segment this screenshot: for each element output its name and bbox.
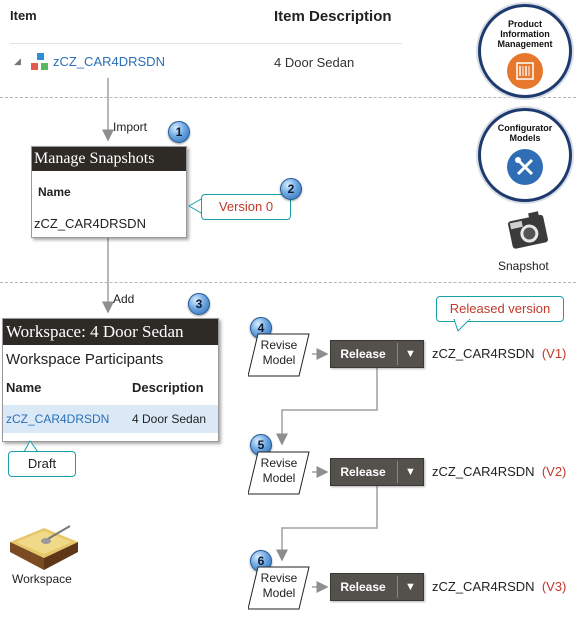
release-button-3[interactable]: Release ▼ bbox=[330, 573, 424, 601]
manage-snapshots-name-header: Name bbox=[38, 185, 71, 199]
step-2-marker: 2 bbox=[280, 178, 302, 200]
revise-model-step-3[interactable]: Revise Model bbox=[248, 566, 310, 610]
snapshot-name-value: zCZ_CAR4DRSDN bbox=[34, 216, 146, 231]
revise-model-step-1[interactable]: Revise Model bbox=[248, 333, 310, 377]
version-2-label: zCZ_CAR4RSDN (V2) bbox=[432, 464, 566, 479]
workspace-name-header: Name bbox=[6, 380, 42, 395]
version-name: zCZ_CAR4RSDN bbox=[432, 579, 535, 594]
version-name: zCZ_CAR4RSDN bbox=[432, 346, 535, 361]
revise-model-label: Revise Model bbox=[260, 338, 298, 367]
item-description-column-header: Item Description bbox=[274, 8, 392, 25]
participant-name-link[interactable]: zCZ_CAR4DRSDN bbox=[6, 412, 110, 426]
released-version-callout-pointer bbox=[453, 319, 471, 332]
workspace-participant-row[interactable]: zCZ_CAR4DRSDN 4 Door Sedan bbox=[3, 405, 218, 433]
dropdown-arrow-icon[interactable]: ▼ bbox=[405, 348, 416, 360]
workspace-card: Workspace: 4 Door Sedan Workspace Partic… bbox=[2, 318, 219, 442]
participant-description: 4 Door Sedan bbox=[132, 412, 207, 426]
pim-badge: Product Information Management bbox=[478, 4, 572, 98]
version-name: zCZ_CAR4RSDN bbox=[432, 464, 535, 479]
expand-triangle-icon[interactable]: ◢ bbox=[14, 56, 21, 66]
workspace-title: Workspace: 4 Door Sedan bbox=[3, 319, 218, 345]
revise-model-step-2[interactable]: Revise Model bbox=[248, 451, 310, 495]
item-column-header: Item bbox=[10, 8, 37, 23]
workspace-participants-heading: Workspace Participants bbox=[6, 351, 164, 368]
workspace-description-header: Description bbox=[132, 380, 204, 395]
configurator-badge: Configurator Models bbox=[478, 108, 572, 202]
draft-callout: Draft bbox=[8, 451, 76, 477]
dropdown-arrow-icon[interactable]: ▼ bbox=[405, 466, 416, 478]
version0-callout: Version 0 bbox=[201, 194, 291, 220]
sandbox-icon bbox=[10, 525, 78, 570]
version-1-label: zCZ_CAR4RSDN (V1) bbox=[432, 346, 566, 361]
pim-badge-label: Product Information Management bbox=[497, 19, 553, 49]
revise-model-label: Revise Model bbox=[260, 456, 298, 485]
step-3-marker: 3 bbox=[188, 293, 210, 315]
released-version-callout: Released version bbox=[436, 296, 564, 322]
camera-icon bbox=[508, 211, 548, 249]
snapshot-label: Snapshot bbox=[498, 259, 549, 273]
header-divider bbox=[10, 43, 402, 44]
add-label: Add bbox=[113, 292, 135, 306]
section-divider bbox=[0, 282, 576, 283]
release-button-label: Release bbox=[340, 580, 386, 594]
tools-icon bbox=[507, 149, 543, 185]
revise-model-label: Revise Model bbox=[260, 571, 298, 600]
version-tag: (V2) bbox=[541, 464, 567, 479]
item-structure-icon bbox=[31, 53, 48, 70]
version-tag: (V3) bbox=[541, 579, 567, 594]
v1-to-revise-connector bbox=[276, 366, 378, 446]
configurator-badge-label: Configurator Models bbox=[497, 123, 553, 143]
release-button-1[interactable]: Release ▼ bbox=[330, 340, 424, 368]
item-description: 4 Door Sedan bbox=[274, 55, 355, 70]
import-label: Import bbox=[113, 120, 148, 134]
barcode-icon bbox=[507, 53, 543, 89]
version-3-label: zCZ_CAR4RSDN (V3) bbox=[432, 579, 566, 594]
release-button-2[interactable]: Release ▼ bbox=[330, 458, 424, 486]
release-button-label: Release bbox=[340, 465, 386, 479]
manage-snapshots-title: Manage Snapshots bbox=[32, 147, 186, 171]
item-name-link[interactable]: zCZ_CAR4DRSDN bbox=[53, 54, 165, 69]
workspace-label: Workspace bbox=[12, 572, 72, 586]
manage-snapshots-card: Manage Snapshots Name zCZ_CAR4DRSDN bbox=[31, 146, 187, 238]
release-button-label: Release bbox=[340, 347, 386, 361]
dropdown-arrow-icon[interactable]: ▼ bbox=[405, 581, 416, 593]
section-divider bbox=[0, 97, 576, 98]
v2-to-revise-connector bbox=[276, 484, 378, 562]
version-tag: (V1) bbox=[541, 346, 567, 361]
step-1-marker: 1 bbox=[168, 121, 190, 143]
